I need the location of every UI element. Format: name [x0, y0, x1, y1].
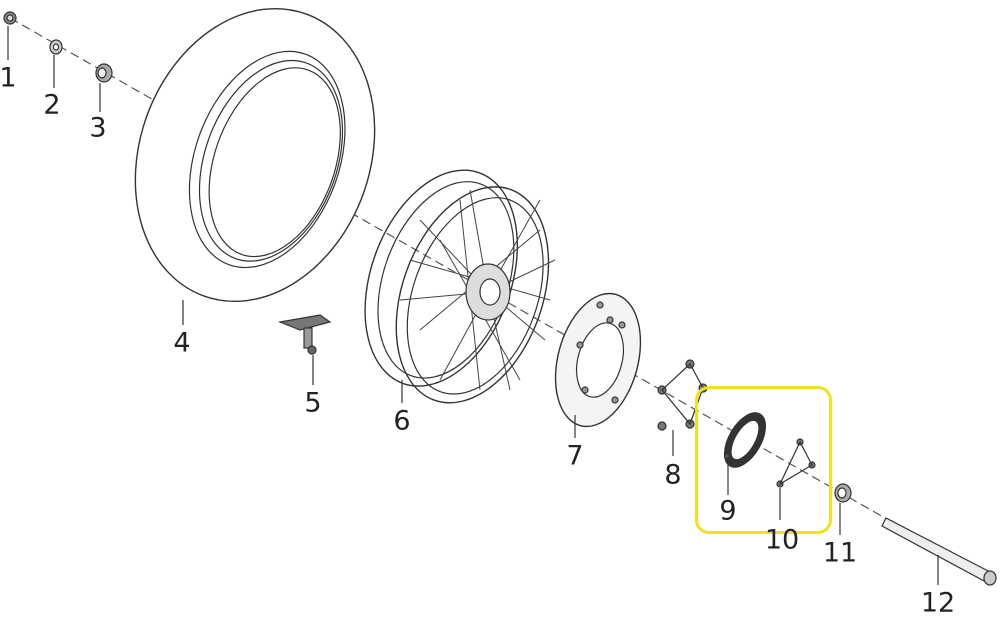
- part-7-brake-disc: [554, 292, 642, 428]
- callout-11: 11: [822, 537, 858, 569]
- callout-2: 2: [43, 89, 61, 121]
- part-12-axle: [881, 517, 997, 586]
- callout-12: 12: [920, 587, 956, 617]
- callout-8: 8: [664, 459, 682, 491]
- part-11-spacer: [834, 483, 852, 503]
- callout-4: 4: [173, 327, 191, 359]
- part-8-bolts: [657, 359, 708, 431]
- part-1-nut: [3, 11, 17, 25]
- callout-1: 1: [0, 62, 17, 94]
- callout-3: 3: [89, 112, 107, 144]
- part-9-tone-ring: [723, 412, 767, 468]
- callout-5: 5: [304, 387, 322, 419]
- part-2-washer: [49, 39, 63, 55]
- part-5-valve: [277, 314, 332, 355]
- part-3-spacer: [95, 63, 113, 83]
- part-6-rim: [364, 169, 556, 404]
- part-10-screws: [776, 438, 816, 488]
- callout-6: 6: [393, 405, 411, 437]
- highlight-box: [695, 386, 832, 534]
- part-4-tire: [134, 7, 376, 303]
- callout-9: 9: [719, 495, 737, 527]
- callout-10: 10: [764, 524, 800, 556]
- callout-7: 7: [566, 440, 584, 472]
